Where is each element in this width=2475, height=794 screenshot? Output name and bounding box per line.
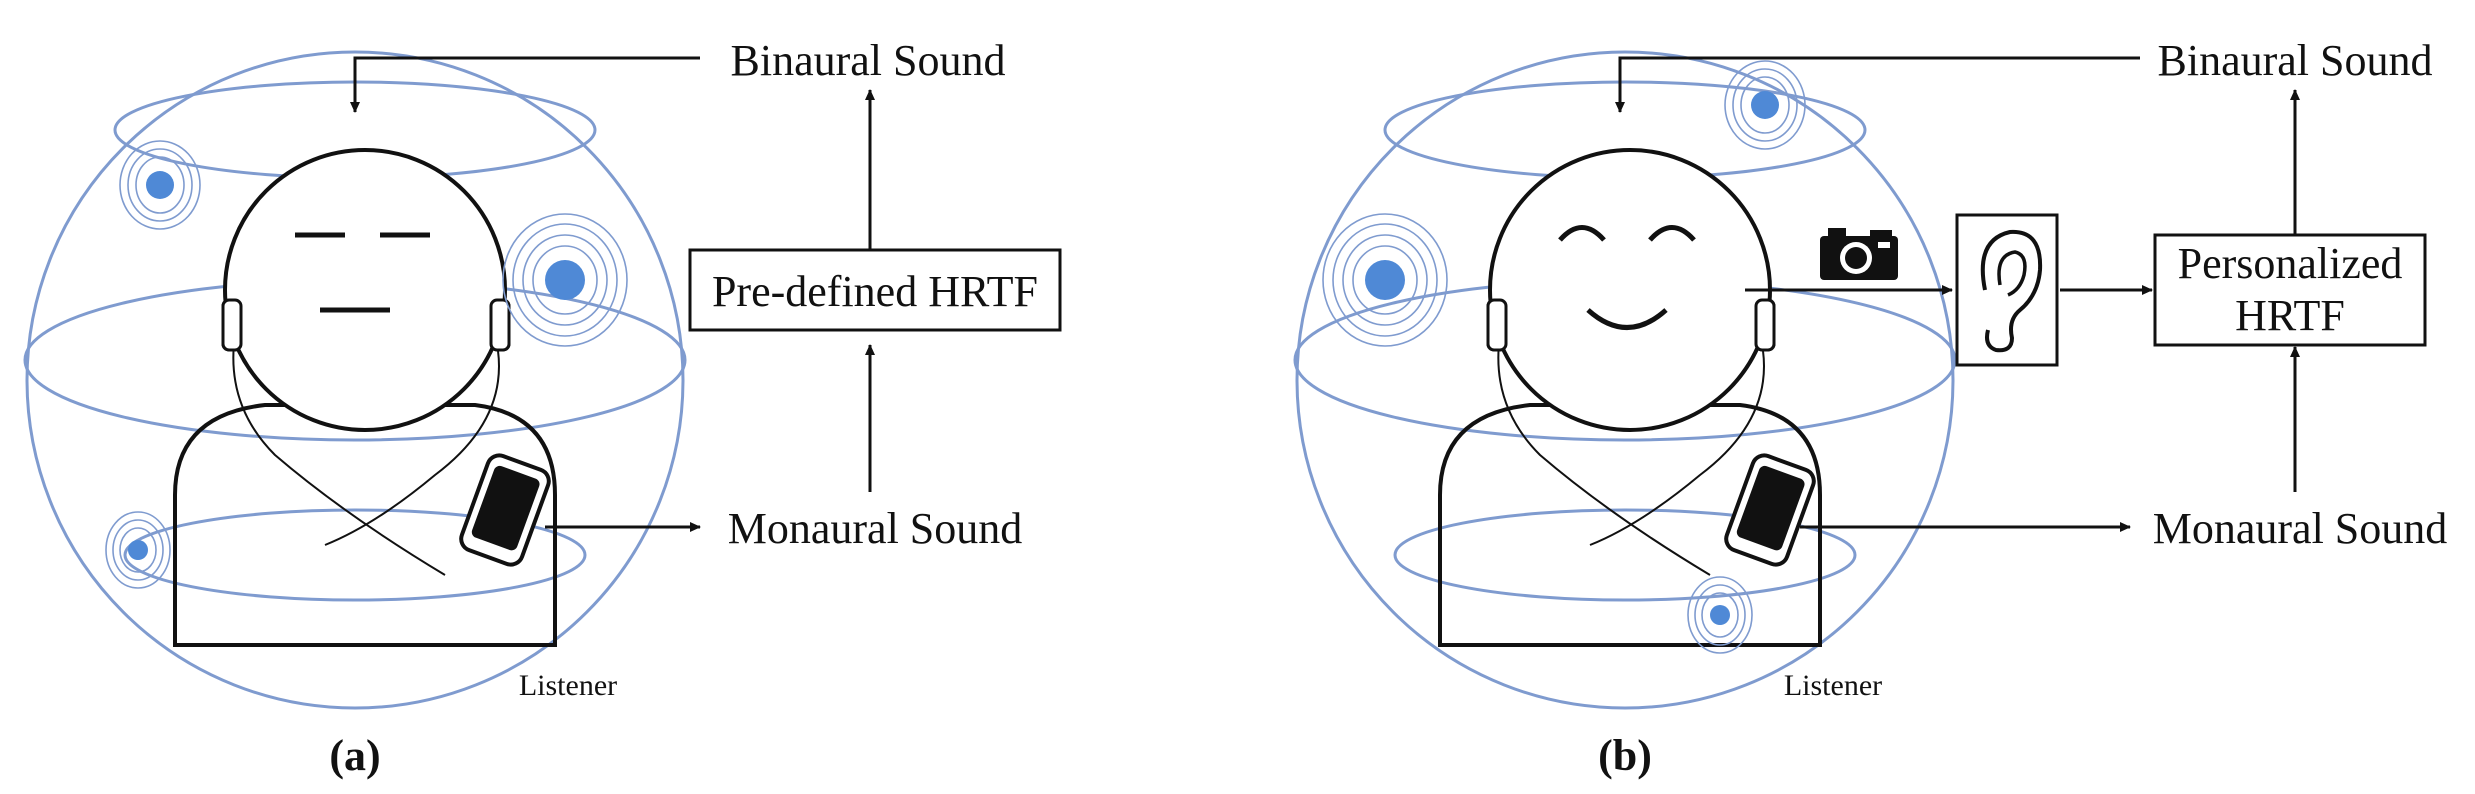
panel-label-a: (a) — [329, 731, 380, 780]
sound-source-icon — [502, 213, 628, 347]
phone-icon — [1724, 453, 1816, 567]
panel-label-b: (b) — [1598, 731, 1652, 780]
personalized-hrtf-box — [2153, 233, 2427, 347]
signal-arrows-b — [1615, 56, 2300, 532]
personalized-label: Personalized — [2178, 239, 2403, 288]
sound-source-icon — [105, 511, 171, 589]
monaural-sound-label: Monaural Sound — [2153, 504, 2448, 553]
panel-b: Binaural Sound Personalized HRTF Monaura… — [1293, 36, 2448, 780]
binaural-sound-label: Binaural Sound — [2158, 36, 2433, 85]
binaural-sound-label: Binaural Sound — [731, 36, 1006, 85]
camera-icon — [1820, 228, 1898, 280]
monaural-sound-label: Monaural Sound — [728, 504, 1023, 553]
ear-icon — [1955, 213, 2059, 367]
predefined-hrtf-box — [688, 248, 1062, 332]
sound-source-icon — [119, 140, 201, 230]
listener-label: Listener — [519, 669, 617, 702]
predefined-hrtf-label: Pre-defined HRTF — [712, 267, 1038, 316]
hrtf-label: HRTF — [2235, 291, 2345, 340]
listener-label: Listener — [1784, 669, 1882, 702]
sound-source-icon — [1687, 576, 1753, 654]
sound-source-icon — [1322, 213, 1448, 347]
listener-a — [173, 148, 557, 647]
phone-icon — [459, 453, 551, 567]
sound-source-icon — [1724, 60, 1806, 150]
panel-a: Binaural Sound Pre-defined HRTF Monaural… — [23, 36, 1062, 780]
listener-b — [1438, 148, 1822, 647]
signal-arrows-a — [350, 56, 875, 532]
